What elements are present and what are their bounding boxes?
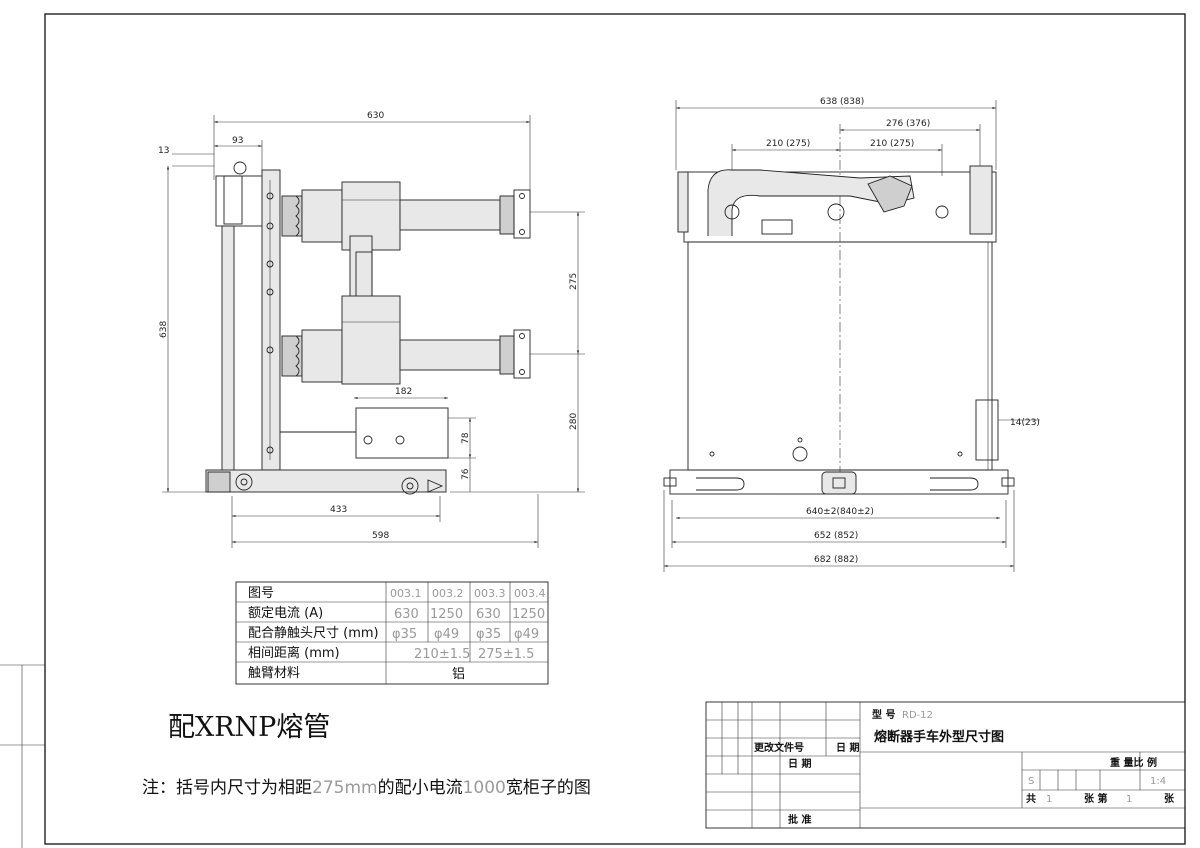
model-value: RD-12: [902, 710, 933, 721]
table-cell: 003.3: [474, 587, 506, 600]
dim-638: 638: [159, 321, 169, 338]
table-cell: 003.4: [514, 587, 546, 600]
note-value-275: 275mm: [312, 778, 378, 798]
sheet-unit: 张: [1164, 792, 1175, 805]
table-row-label: 图号: [248, 586, 274, 601]
table-cell: 003.2: [432, 587, 464, 600]
dim-652-852: 652 (852): [814, 531, 858, 541]
table-row-label: 触臂材料: [248, 666, 300, 681]
table-row-label: 额定电流 (A): [248, 606, 323, 621]
table-cell: 210±1.5: [414, 647, 470, 662]
dim-13: 13: [158, 146, 169, 156]
caption: 配XRNP熔管: [168, 712, 330, 743]
dim-682-882: 682 (882): [814, 555, 858, 565]
drawing-title: 熔断器手车外型尺寸图: [874, 729, 1004, 745]
sheet-label: 张 第: [1084, 792, 1107, 805]
table-cell: φ35: [392, 627, 417, 642]
date-short-label: 日 期: [836, 741, 859, 754]
dim-276-376: 276 (376): [886, 119, 930, 129]
note: 注：括号内尺寸为相距275mm的配小电流1000宽柜子的图: [142, 778, 591, 798]
approve-label: 批 准: [788, 813, 811, 826]
total-value: 1: [1046, 794, 1052, 805]
dim-182: 182: [395, 387, 412, 397]
table-cell: 1250: [512, 607, 545, 622]
sheet-value: 1: [1126, 794, 1132, 805]
dim-433: 433: [330, 505, 347, 515]
table-cell: 003.1: [390, 587, 422, 600]
dim-78: 78: [461, 432, 471, 444]
title-block: 型 号 RD-12 熔断器手车外型尺寸图 更改文件号 日 期 日 期 批 准 重…: [705, 701, 1186, 829]
table-cell: 630: [476, 607, 501, 622]
table-cell: φ49: [514, 627, 539, 642]
dim-93: 93: [232, 136, 243, 146]
dim-210-right: 210 (275): [870, 139, 914, 149]
dim-275: 275: [569, 273, 579, 290]
dim-630: 630: [367, 111, 384, 121]
weight-scale-label: 重 量比 例: [1110, 756, 1157, 769]
sheet-frame: [0, 13, 1186, 848]
dim-14-23: 14(23): [1010, 418, 1040, 428]
note-value-1000: 1000: [463, 778, 506, 798]
sheet-code: S: [1028, 776, 1034, 787]
change-doc-label: 更改文件号: [754, 741, 804, 754]
note-prefix: 注：括号内尺寸为相距: [142, 778, 312, 798]
date-label: 日 期: [788, 757, 811, 770]
table-cell: 275±1.5: [478, 647, 534, 662]
left-side-view: 630 93 13 638 275 280: [158, 111, 585, 548]
table-row-label: 配合静触头尺寸 (mm): [248, 626, 379, 641]
table-cell: 1250: [430, 607, 463, 622]
dim-640: 640±2(840±2): [806, 507, 874, 517]
dim-210-left: 210 (275): [766, 139, 810, 149]
model-label: 型 号: [872, 708, 895, 721]
table-cell: 铝: [452, 667, 465, 682]
table-row-label: 相间距离 (mm): [248, 645, 340, 661]
table-cell: φ49: [434, 627, 459, 642]
dim-280: 280: [569, 413, 579, 430]
note-middle: 的配小电流: [378, 778, 463, 798]
table-cell: 630: [394, 607, 419, 622]
note-suffix: 宽柜子的图: [506, 778, 591, 798]
table-cell: φ35: [476, 627, 501, 642]
dim-638-838: 638 (838): [820, 97, 864, 107]
spec-table: 图号 003.1 003.2 003.3 003.4 额定电流 (A) 630 …: [235, 581, 549, 685]
right-front-view: 638 (838) 276 (376) 210 (275) 210 (275) …: [663, 97, 1040, 572]
total-label: 共: [1026, 792, 1036, 805]
dim-76: 76: [461, 468, 471, 480]
scale-value: 1:4: [1150, 776, 1166, 787]
dim-598: 598: [372, 531, 389, 541]
